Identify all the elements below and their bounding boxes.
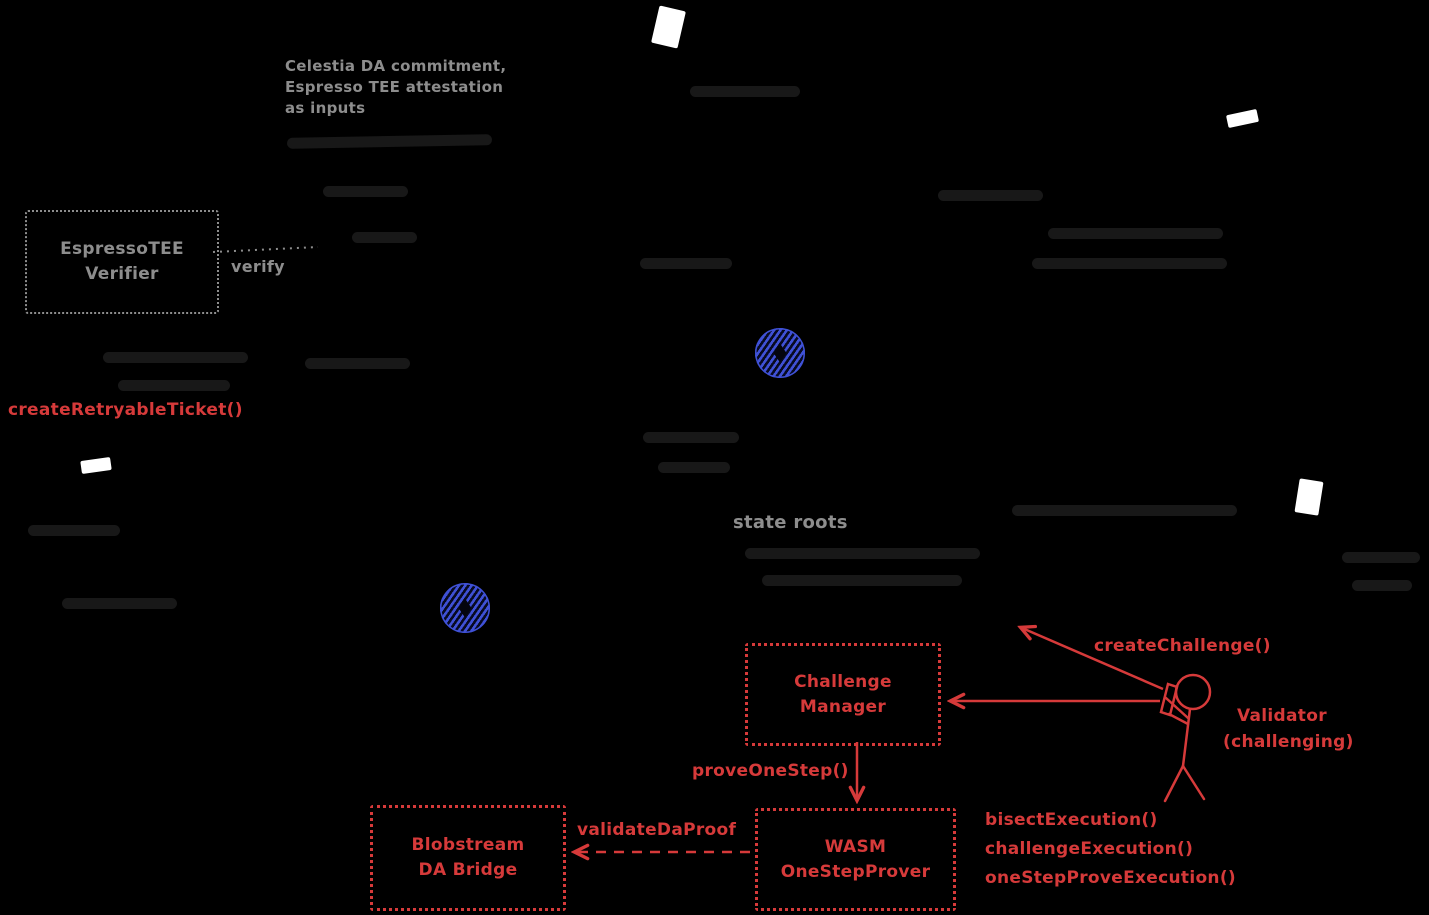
faint-stroke	[62, 598, 177, 609]
faint-stroke	[305, 358, 410, 369]
faint-stroke	[28, 525, 120, 536]
verify-label: verify	[231, 257, 285, 276]
faint-stroke	[352, 232, 417, 243]
document-icon	[651, 5, 686, 49]
faint-stroke	[286, 134, 493, 149]
celestia-note-line3: as inputs	[285, 99, 366, 117]
execution-calls-list: bisectExecution() challengeExecution() o…	[985, 806, 1236, 893]
faint-stroke	[658, 462, 730, 473]
faint-stroke	[690, 86, 800, 97]
eth-token-icon	[440, 583, 490, 633]
wasm-one-step-prover-line1: WASM	[824, 836, 887, 857]
faint-stroke	[323, 186, 408, 197]
blobstream-da-bridge-box: Blobstream DA Bridge	[370, 805, 566, 911]
faint-stroke	[103, 352, 248, 363]
eth-diamond-icon	[773, 343, 787, 363]
create-challenge-label: createChallenge()	[1094, 636, 1271, 656]
faint-stroke	[1048, 228, 1223, 239]
validate-da-proof-label: validateDaProof	[577, 820, 737, 840]
document-icon	[1225, 108, 1260, 129]
blobstream-da-bridge-line1: Blobstream	[411, 835, 525, 855]
document-icon	[80, 456, 112, 475]
validator-stick-figure-icon	[1159, 673, 1212, 803]
validator-title-label: Validator	[1237, 706, 1327, 726]
faint-stroke	[745, 548, 980, 559]
faint-stroke	[762, 575, 962, 586]
challenge-execution-label: challengeExecution()	[985, 839, 1194, 859]
challenge-manager-box: Challenge Manager	[745, 643, 941, 746]
wasm-one-step-prover-line2: OneStepProver	[780, 861, 931, 882]
faint-stroke	[643, 432, 739, 443]
faint-stroke	[938, 190, 1043, 201]
faint-stroke	[1012, 505, 1237, 516]
one-step-prove-execution-label: oneStepProveExecution()	[985, 868, 1236, 888]
faint-stroke	[118, 380, 230, 391]
espresso-tee-verifier-box: EspressoTEE Verifier	[25, 210, 219, 314]
document-icon	[1294, 478, 1324, 516]
celestia-note-line2: Espresso TEE attestation	[285, 78, 504, 96]
eth-token-icon	[755, 328, 805, 378]
wasm-one-step-prover-box: WASM OneStepProver	[755, 808, 956, 911]
challenge-manager-line1: Challenge	[794, 671, 892, 692]
challenge-manager-line2: Manager	[799, 696, 887, 717]
prove-one-step-label: proveOneStep()	[692, 761, 849, 781]
faint-stroke	[1352, 580, 1412, 591]
espresso-tee-verifier-line2: Verifier	[85, 264, 159, 284]
faint-stroke	[1342, 552, 1420, 563]
faint-stroke	[640, 258, 732, 269]
celestia-note: Celestia DA commitment, Espresso TEE att…	[285, 56, 506, 119]
state-roots-label: state roots	[733, 512, 848, 533]
create-retryable-ticket-label: createRetryableTicket()	[8, 400, 243, 420]
bisect-execution-label: bisectExecution()	[985, 810, 1158, 830]
faint-stroke	[1032, 258, 1227, 269]
blobstream-da-bridge-line2: DA Bridge	[418, 860, 518, 880]
eth-diamond-icon	[458, 598, 472, 618]
espresso-tee-verifier-line1: EspressoTEE	[60, 239, 184, 259]
validator-subtitle-label: (challenging)	[1223, 732, 1354, 752]
verify-dotted-line	[212, 246, 319, 253]
celestia-note-line1: Celestia DA commitment,	[285, 57, 507, 75]
